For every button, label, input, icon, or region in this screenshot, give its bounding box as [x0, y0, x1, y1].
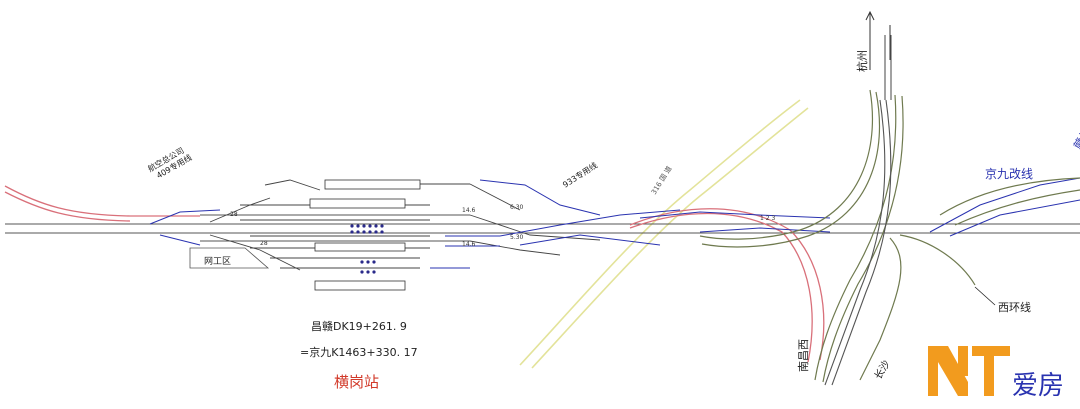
label-hangzhou: 杭州	[855, 50, 869, 72]
watermark-logo-mark	[928, 346, 1010, 396]
north-arrows	[865, 10, 891, 70]
label-changsha: 长沙	[872, 358, 892, 381]
svg-text:28: 28	[230, 211, 238, 218]
station-title: 横岗站	[334, 373, 379, 391]
blue-tracks	[149, 177, 1080, 269]
work-area: 网工区	[189, 247, 270, 269]
svg-text:5.30: 5.30	[510, 234, 524, 241]
platform-dots	[350, 224, 384, 274]
mileage-block: 昌赣DK19+261. 9 =京九K1463+330. 17	[300, 319, 418, 359]
main-tracks	[5, 214, 1080, 242]
track-annotations: 14.6 14.6 6.30 5.30 28 28 1 2 3	[230, 204, 775, 248]
watermark-text: 爱房	[1012, 371, 1064, 401]
svg-text:1 2 3: 1 2 3	[760, 215, 775, 222]
label-ganzhou: 赣州	[1070, 125, 1080, 151]
flyover-tracks	[824, 35, 892, 386]
label-jingjiu-realign: 京九改线	[985, 167, 1033, 181]
svg-text:14.6: 14.6	[462, 241, 476, 248]
road-316	[519, 99, 809, 369]
olive-lines	[699, 89, 1080, 383]
label-409-branch: 航空总公司 409专用线	[146, 145, 193, 180]
mileage-line-1: 昌赣DK19+261. 9	[311, 319, 407, 333]
label-xihuan: 西环线	[998, 300, 1031, 314]
work-area-label: 网工区	[204, 256, 231, 267]
watermark-logo: 爱房	[928, 346, 1064, 401]
xihuan-callout: 西环线	[974, 286, 1031, 314]
svg-text:28: 28	[260, 240, 268, 247]
label-nanchangxi: 南昌西	[797, 339, 810, 372]
label-road-316: 316 国 道	[649, 164, 673, 196]
svg-text:6.30: 6.30	[510, 204, 524, 211]
svg-text:14.6: 14.6	[462, 207, 476, 214]
platforms	[309, 179, 421, 291]
station-yard	[209, 179, 601, 271]
label-933-branch: 933专用线	[561, 160, 599, 190]
mileage-line-2: =京九K1463+330. 17	[300, 345, 418, 359]
